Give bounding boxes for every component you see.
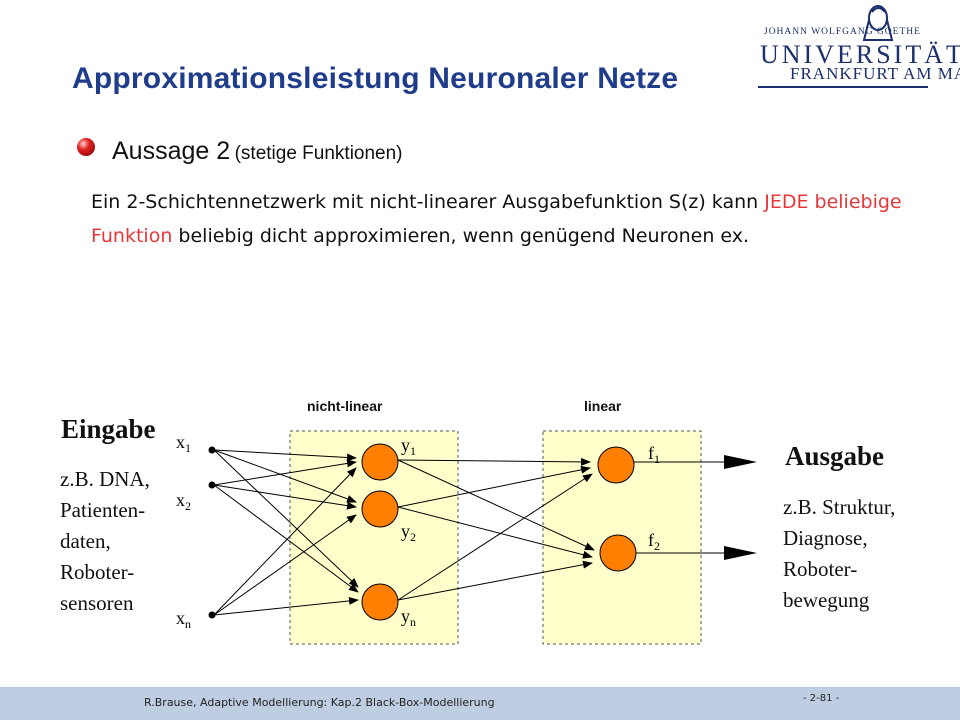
input-label-n: xn — [176, 608, 191, 631]
logo-sub-text: FRANKFURT AM MAIN — [790, 64, 960, 83]
page-number: - 2-81 - — [803, 693, 840, 704]
output-label-1: f1 — [648, 443, 660, 466]
heading-sub: (stetige Funktionen) — [234, 143, 403, 164]
bullet-icon — [77, 138, 95, 156]
footer-text: R.Brause, Adaptive Modellierung: Kap.2 B… — [144, 696, 495, 709]
paragraph-highlight: JEDE beliebige Funktion — [91, 191, 902, 247]
goethe-portrait-icon — [862, 5, 894, 41]
input-desc-line: Roboter- — [60, 560, 135, 584]
input-title: Eingabe — [61, 414, 156, 444]
input-label-1: x1 — [176, 432, 191, 455]
input-description: z.B. DNA, Patienten- daten, Roboter- sen… — [60, 464, 150, 619]
hidden-neurons — [361, 443, 399, 621]
output-title: Ausgabe — [785, 441, 885, 471]
statement-paragraph: Ein 2-Schichtennetzwerk mit nicht-linear… — [91, 185, 931, 253]
logo-main-text: UNIVERSITÄT — [760, 40, 960, 69]
linear-layer-label: linear — [584, 398, 622, 414]
input-nodes — [208, 446, 216, 619]
input-desc-line: sensoren — [60, 591, 134, 615]
output-description: z.B. Struktur, Diagnose, Roboter- bewegu… — [783, 492, 895, 616]
output-desc-line: Roboter- — [783, 557, 858, 581]
hidden-label-1: y1 — [401, 435, 416, 458]
output-neurons — [597, 446, 637, 572]
input-desc-line: Patienten- — [60, 498, 146, 522]
logo-top-text: JOHANN WOLFGANG GOETHE — [764, 27, 921, 37]
hidden-label-2: y2 — [401, 521, 416, 544]
footer-bar — [0, 687, 960, 720]
statement-heading: Aussage 2 (stetige Funktionen) — [112, 137, 403, 166]
input-hidden-connections — [213, 449, 359, 616]
output-desc-line: Diagnose, — [783, 526, 868, 550]
hidden-label-n: yn — [401, 606, 416, 629]
hidden-output-connections — [397, 457, 595, 601]
output-desc-line: z.B. Struktur, — [783, 495, 896, 519]
heading-main: Aussage 2 — [112, 137, 231, 165]
input-desc-line: daten, — [60, 529, 111, 553]
slide-title: Approximationsleistung Neuronaler Netze — [72, 62, 679, 95]
input-label-2: x2 — [176, 490, 191, 513]
paragraph-part2: beliebig dicht approximieren, wenn genüg… — [178, 225, 750, 247]
nonlinear-layer-label: nicht-linear — [307, 398, 383, 414]
paragraph-part1: Ein 2-Schichtennetzwerk mit nicht-linear… — [91, 191, 759, 213]
output-desc-line: bewegung — [783, 588, 870, 612]
input-desc-line: z.B. DNA, — [60, 467, 150, 491]
logo-rule — [758, 86, 928, 88]
output-label-2: f2 — [648, 530, 660, 553]
output-arrows — [634, 455, 757, 560]
